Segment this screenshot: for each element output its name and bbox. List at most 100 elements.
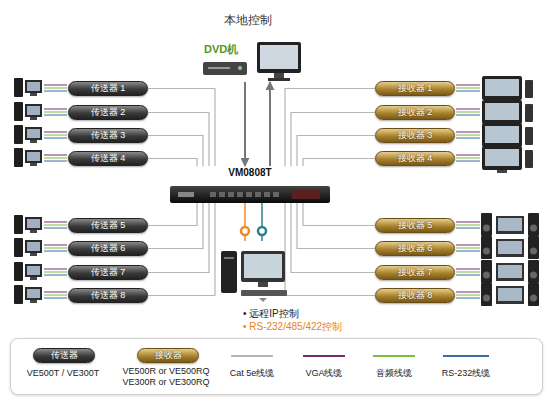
legend-text: VGA线缆 — [283, 368, 365, 379]
node-label: 接收器 2 — [398, 106, 433, 119]
cable — [44, 251, 67, 252]
speaker-icon — [481, 260, 539, 283]
cable — [44, 158, 67, 159]
connector — [303, 203, 375, 226]
computer-icon — [14, 148, 42, 167]
monitor-icon — [482, 100, 533, 127]
cable — [456, 112, 480, 113]
cable — [44, 292, 67, 293]
matrix-switch: VM0808T — [170, 166, 330, 203]
connector — [148, 203, 215, 296]
transmitter-pill: 传送器 7 — [68, 265, 148, 280]
cable — [456, 91, 480, 92]
connector — [291, 203, 375, 273]
computer-icon — [14, 238, 42, 257]
cable — [44, 138, 67, 139]
node-label: 接收器 4 — [398, 152, 433, 165]
cable — [456, 251, 480, 252]
connector — [303, 159, 375, 167]
connector — [285, 203, 375, 296]
node-label: 传送器 5 — [91, 219, 126, 232]
cable — [456, 161, 480, 162]
node-label: 接收器 8 — [398, 289, 433, 302]
connector — [148, 113, 209, 167]
legend-pill: 传送器 — [33, 348, 95, 363]
receiver-pill: 接收器 3 — [375, 128, 455, 143]
cable — [456, 132, 480, 133]
legend-text: RS-232线缆 — [421, 368, 511, 379]
connector — [297, 136, 375, 167]
node-sublabel: • RS-232/485/422控制 — [243, 320, 342, 333]
receiver-pill: 接收器 4 — [375, 151, 455, 166]
speaker-icon — [481, 213, 539, 236]
connector — [148, 159, 197, 167]
receiver-pill: 接收器 5 — [375, 218, 455, 233]
computer-icon — [14, 285, 42, 304]
speaker-icon — [481, 236, 539, 259]
computer-icon — [14, 215, 42, 234]
cable — [44, 298, 67, 299]
rack-unit — [170, 186, 330, 203]
cable — [44, 112, 67, 113]
receiver-pill: 接收器 8 — [375, 288, 455, 303]
cable — [44, 272, 67, 273]
connector — [148, 136, 203, 167]
connector — [285, 89, 375, 167]
node-label: • 远程IP控制 — [243, 307, 299, 320]
connector — [244, 82, 246, 166]
cable — [44, 135, 67, 136]
cable — [44, 269, 67, 270]
cable — [456, 109, 480, 110]
cable — [456, 275, 480, 276]
computer-icon — [14, 78, 42, 97]
receiver-pill: 接收器 2 — [375, 105, 455, 120]
cable — [44, 228, 67, 229]
node-label: 接收器 6 — [398, 242, 433, 255]
node-label: 接收器 7 — [398, 266, 433, 279]
legend-text: VE500T / VE300T — [15, 368, 111, 379]
cable — [456, 272, 480, 273]
node-label: VM0808T — [228, 166, 271, 180]
cable — [456, 225, 480, 226]
node-label: 传送器 8 — [91, 289, 126, 302]
transmitter-pill: 传送器 8 — [68, 288, 148, 303]
cable — [456, 269, 480, 270]
cable — [44, 91, 67, 92]
monitor-icon — [482, 76, 533, 103]
transmitter-pill: 传送器 1 — [68, 81, 148, 96]
node-label: 传送器 4 — [91, 152, 126, 165]
cable — [456, 248, 480, 249]
connector — [148, 203, 197, 226]
cable — [456, 228, 480, 229]
legend-line-sample — [443, 355, 489, 357]
legend-text: VE500R or VE500RQ VE300R or VE300RQ — [111, 366, 221, 388]
computer-icon — [215, 241, 295, 303]
cable — [44, 222, 67, 223]
node-label: 传送器 2 — [91, 106, 126, 119]
legend-line-sample — [373, 355, 415, 357]
transmitter-pill: 传送器 4 — [68, 151, 148, 166]
receiver-pill: 接收器 1 — [375, 81, 455, 96]
cable — [456, 295, 480, 296]
cable — [44, 85, 67, 86]
cable — [44, 295, 67, 296]
cable — [456, 292, 480, 293]
cable — [456, 222, 480, 223]
computer-icon — [14, 262, 42, 281]
cable — [456, 298, 480, 299]
speaker-icon — [481, 283, 539, 306]
cable — [456, 158, 480, 159]
monitor-icon — [482, 146, 533, 173]
cable — [44, 115, 67, 116]
connector — [297, 203, 375, 249]
receiver-pill: 接收器 7 — [375, 265, 455, 280]
computer-icon — [14, 102, 42, 121]
cable-plug — [258, 227, 266, 235]
cable — [44, 155, 67, 156]
connector — [269, 82, 271, 166]
transmitter-pill: 传送器 5 — [68, 218, 148, 233]
cable — [44, 248, 67, 249]
node-label: 传送器 6 — [91, 242, 126, 255]
cable-plug — [241, 227, 249, 235]
